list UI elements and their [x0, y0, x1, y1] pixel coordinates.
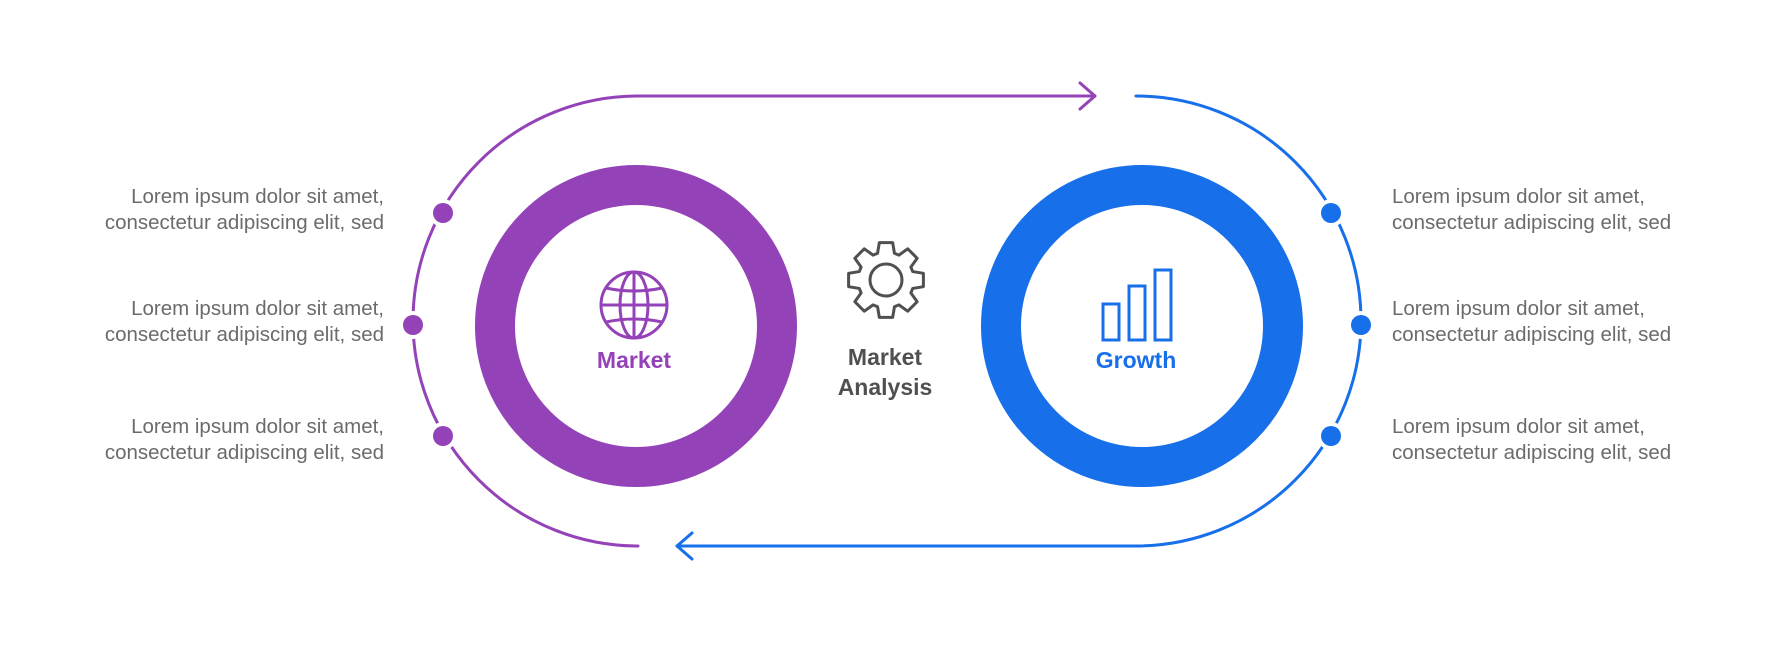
bar-chart-icon [1101, 268, 1173, 342]
right-dots [1317, 199, 1375, 450]
market-analysis-label: Market Analysis [837, 344, 933, 400]
gear-icon [847, 241, 925, 319]
right-item-text: Lorem ipsum dolor sit amet, consectetur … [1392, 297, 1672, 346]
top-arrowhead [1078, 81, 1097, 111]
globe-icon [599, 270, 669, 340]
right-item-text: Lorem ipsum dolor sit amet, consectetur … [1392, 415, 1672, 464]
growth-ring [981, 165, 1303, 487]
market-label: Market [596, 347, 672, 373]
growth-label: Growth [1095, 347, 1177, 373]
market-ring [475, 165, 797, 487]
left-item-text: Lorem ipsum dolor sit amet, consectetur … [104, 297, 384, 346]
bottom-arrowhead [675, 531, 694, 561]
left-item-text: Lorem ipsum dolor sit amet, consectetur … [104, 185, 384, 234]
left-item-text: Lorem ipsum dolor sit amet, consectetur … [104, 415, 384, 464]
right-item-text: Lorem ipsum dolor sit amet, consectetur … [1392, 185, 1672, 234]
left-dots [399, 199, 457, 450]
